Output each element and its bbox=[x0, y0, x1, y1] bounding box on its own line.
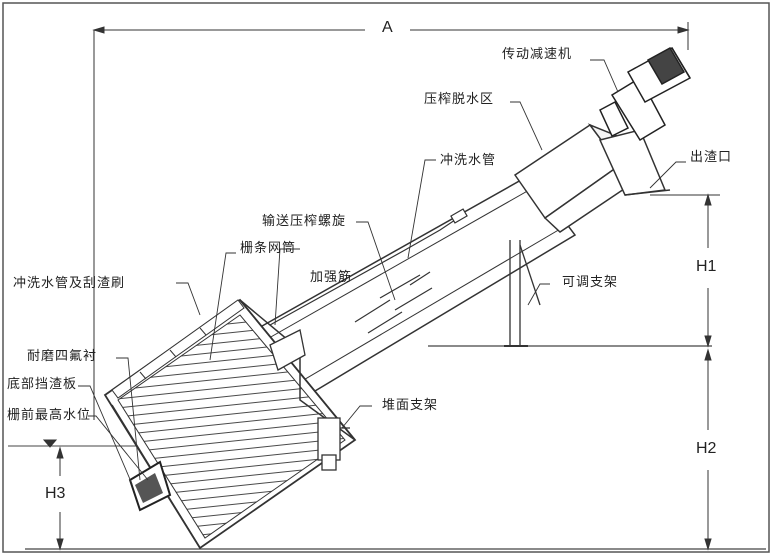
label-ground-support: 堆面支架 bbox=[382, 398, 439, 413]
ground-support bbox=[317, 417, 350, 471]
label-wash-brush: 冲洗水管及刮渣刷 bbox=[13, 276, 126, 291]
leader-lines bbox=[78, 59, 686, 485]
screw-flights bbox=[354, 271, 433, 334]
label-adjustable-support: 可调支架 bbox=[562, 275, 619, 290]
label-motor: 传动减速机 bbox=[502, 47, 573, 62]
wash-pipe bbox=[269, 208, 468, 326]
label-screw: 输送压榨螺旋 bbox=[262, 214, 347, 229]
dimension-label-h2: H2 bbox=[696, 440, 717, 457]
reinforcing-rib bbox=[269, 329, 306, 371]
wash-brush bbox=[111, 299, 245, 399]
label-screen-drum: 栅条网筒 bbox=[240, 241, 297, 256]
dimension-label-h1: H1 bbox=[696, 258, 717, 275]
label-wash-pipe: 冲洗水管 bbox=[440, 153, 497, 168]
motor-reducer bbox=[599, 46, 692, 142]
dimension-a bbox=[92, 22, 690, 420]
dimension-h1-h2 bbox=[650, 193, 720, 551]
label-max-water-level: 栅前最高水位 bbox=[7, 408, 92, 423]
label-outlet: 出渣口 bbox=[690, 150, 733, 165]
dimension-h3 bbox=[42, 439, 64, 551]
dimension-label-h3: H3 bbox=[45, 485, 66, 502]
discharge-chute bbox=[598, 129, 671, 196]
label-press-zone: 压榨脱水区 bbox=[424, 92, 495, 107]
label-bottom-baffle: 底部挡渣板 bbox=[7, 377, 78, 392]
adjustable-support bbox=[504, 240, 541, 347]
dimension-label-a: A bbox=[382, 19, 393, 36]
main-tube bbox=[253, 174, 577, 402]
label-rib: 加强筋 bbox=[310, 270, 353, 285]
label-ptfe-liner: 耐磨四氟衬 bbox=[27, 349, 98, 364]
